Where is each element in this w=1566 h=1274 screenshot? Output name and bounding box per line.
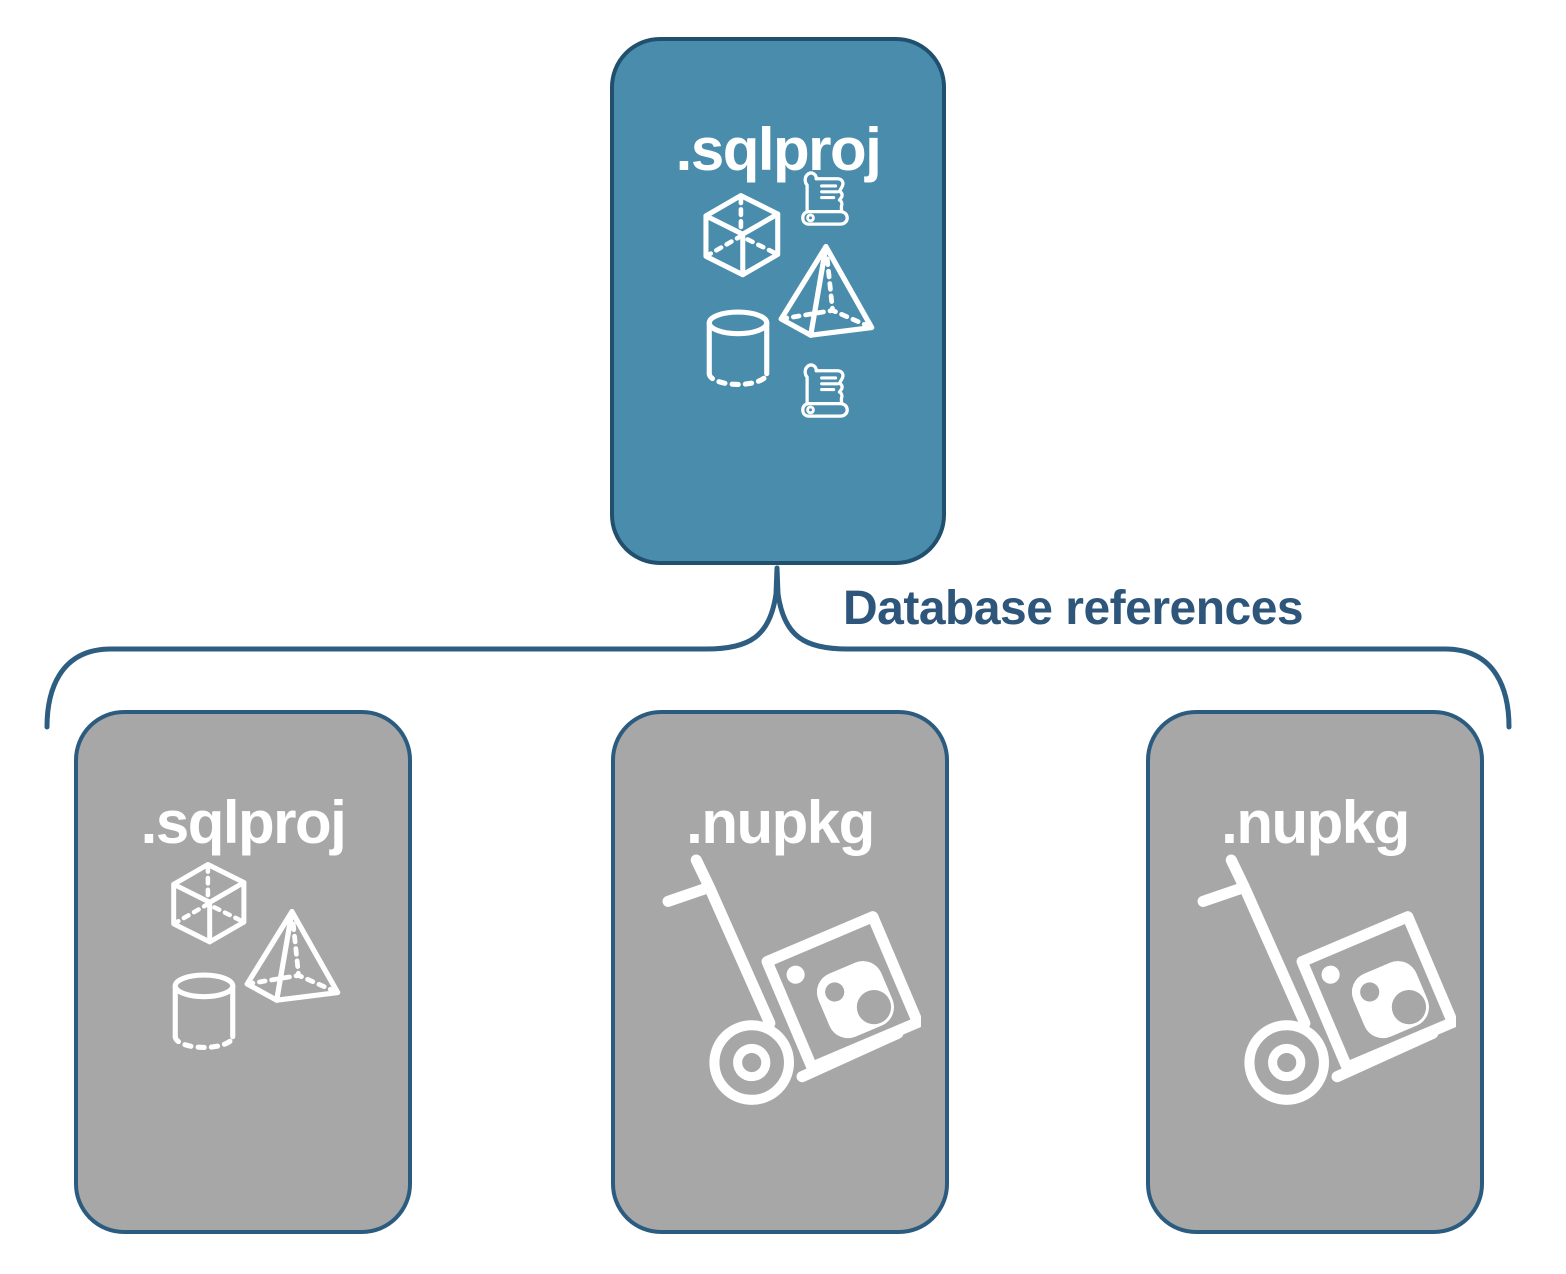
- scroll-icon: [796, 169, 854, 231]
- card-sqlproj-main: .sqlproj: [610, 37, 946, 565]
- pyramid-icon: [238, 904, 344, 1004]
- cylinder-icon: [704, 309, 772, 387]
- nuget-handtruck-icon: [1196, 854, 1456, 1124]
- cylinder-icon: [170, 972, 238, 1050]
- card-title-sqlproj-reference: .sqlproj: [140, 788, 347, 856]
- card-title-nupkg-1: .nupkg: [686, 788, 875, 856]
- database-references-label: Database references: [843, 582, 1304, 635]
- scroll-icon: [796, 361, 854, 423]
- card-title-nupkg-2: .nupkg: [1221, 788, 1410, 856]
- card-title-sqlproj-main: .sqlproj: [675, 115, 882, 183]
- card-nupkg-reference-1: .nupkg: [611, 710, 949, 1234]
- pyramid-icon: [772, 239, 878, 339]
- nuget-handtruck-icon: [661, 854, 921, 1124]
- card-sqlproj-reference: .sqlproj: [74, 710, 412, 1234]
- card-nupkg-reference-2: .nupkg: [1146, 710, 1484, 1234]
